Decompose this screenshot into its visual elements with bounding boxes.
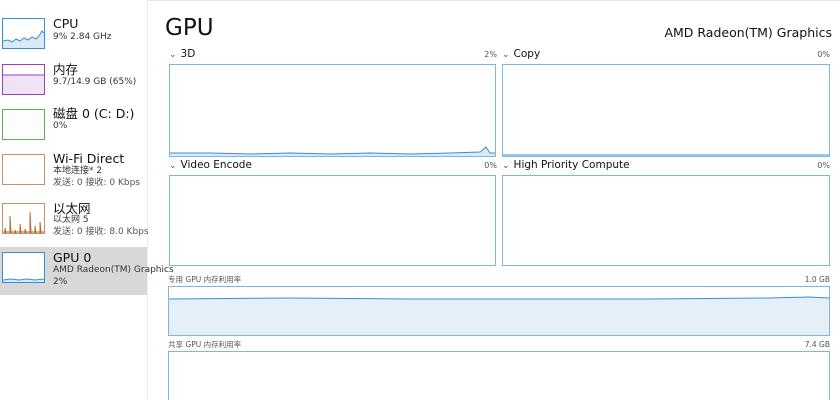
engine-percent: 0% xyxy=(817,50,830,59)
sidebar-item-title: CPU xyxy=(53,16,79,31)
engine-selector-3d[interactable]: ⌄3D xyxy=(169,48,195,62)
graph-3d xyxy=(169,64,496,157)
chevron-down-icon: ⌄ xyxy=(502,161,510,171)
ethernet-thumbnail-graph xyxy=(2,203,45,234)
sidebar-item-throughput: 发送: 0 接收: 8.0 Kbps xyxy=(53,227,149,237)
sidebar-item-subtitle: 以太网 5 xyxy=(53,215,89,225)
graph-shared-memory xyxy=(168,351,830,400)
sidebar-item-title: 以太网 xyxy=(53,201,91,216)
sidebar-item-ethernet[interactable]: 以太网 以太网 5 发送: 0 接收: 8.0 Kbps xyxy=(0,197,149,245)
chevron-down-icon: ⌄ xyxy=(169,161,177,171)
engine-label: 3D xyxy=(180,48,196,60)
engine-percent: 2% xyxy=(484,50,497,59)
shared-memory-label: 共享 GPU 内存利用率 xyxy=(168,340,242,349)
dedicated-memory-max: 1.0 GB xyxy=(804,275,830,284)
graph-video-encode xyxy=(169,175,496,266)
sidebar-item-utilization: 2% xyxy=(53,277,68,287)
sidebar-item-subtitle: 本地连接* 2 xyxy=(53,166,103,176)
gpu-thumbnail-graph xyxy=(2,252,45,283)
chevron-down-icon: ⌄ xyxy=(502,50,510,60)
engine-label: Copy xyxy=(513,48,541,60)
sidebar-item-title: Wi-Fi Direct xyxy=(53,151,125,166)
sidebar-item-subtitle: 9% 2.84 GHz xyxy=(53,32,112,42)
wifi-direct-thumbnail-graph xyxy=(2,154,45,185)
page-title: GPU xyxy=(165,15,214,41)
engine-selector-copy[interactable]: ⌄Copy xyxy=(502,48,540,62)
engine-selector-high-priority-compute[interactable]: ⌄High Priority Compute xyxy=(502,159,630,173)
sidebar-item-throughput: 发送: 0 接收: 0 Kbps xyxy=(53,178,140,188)
cpu-thumbnail-graph xyxy=(2,18,45,49)
sidebar-item-subtitle: AMD Radeon(TM) Graphics xyxy=(53,265,174,275)
sidebar-item-title: 内存 xyxy=(53,62,79,77)
sidebar: CPU 9% 2.84 GHz 内存 9.7/14.9 GB (65%) 磁盘 … xyxy=(0,0,174,400)
engine-label: Video Encode xyxy=(180,159,252,171)
sidebar-item-wifi-direct[interactable]: Wi-Fi Direct 本地连接* 2 发送: 0 接收: 0 Kbps xyxy=(0,147,147,195)
graph-high-priority-compute xyxy=(502,175,830,266)
adapter-name: AMD Radeon(TM) Graphics xyxy=(664,25,832,40)
engine-label: High Priority Compute xyxy=(513,159,630,171)
window-top-border xyxy=(0,0,840,1)
sidebar-item-memory[interactable]: 内存 9.7/14.9 GB (65%) xyxy=(0,58,147,102)
sidebar-item-gpu[interactable]: GPU 0 AMD Radeon(TM) Graphics 2% xyxy=(0,247,174,295)
dedicated-memory-label: 专用 GPU 内存利用率 xyxy=(168,275,242,284)
disk-thumbnail-graph xyxy=(2,109,45,140)
memory-thumbnail-graph xyxy=(2,64,45,95)
graph-dedicated-memory xyxy=(168,286,830,336)
chevron-down-icon: ⌄ xyxy=(169,50,177,60)
sidebar-item-cpu[interactable]: CPU 9% 2.84 GHz xyxy=(0,10,147,54)
engine-selector-video-encode[interactable]: ⌄Video Encode xyxy=(169,159,252,173)
sidebar-item-disk[interactable]: 磁盘 0 (C: D:) 0% xyxy=(0,102,147,146)
sidebar-item-title: GPU 0 xyxy=(53,250,92,265)
graph-copy xyxy=(502,64,830,157)
engine-percent: 0% xyxy=(484,161,497,170)
sidebar-item-subtitle: 0% xyxy=(53,121,68,131)
shared-memory-max: 7.4 GB xyxy=(804,340,830,349)
engine-percent: 0% xyxy=(817,161,830,170)
sidebar-item-title: 磁盘 0 (C: D:) xyxy=(53,106,135,121)
sidebar-item-subtitle: 9.7/14.9 GB (65%) xyxy=(53,77,137,87)
